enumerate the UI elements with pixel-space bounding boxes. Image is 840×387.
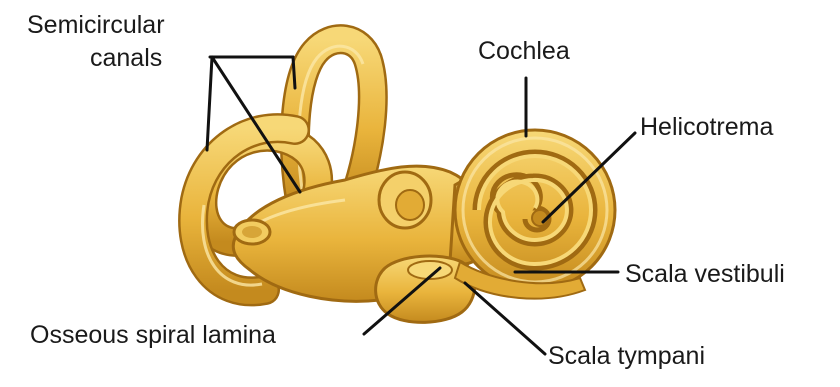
- cochlea-structure: [455, 130, 615, 290]
- label-helicotrema: Helicotrema: [640, 113, 773, 141]
- label-scala-tympani: Scala tympani: [548, 342, 705, 370]
- label-cochlea: Cochlea: [478, 37, 570, 65]
- leader-semicircular-a: [293, 57, 295, 88]
- leader-semicircular-c: [207, 57, 212, 150]
- label-semicircular: Semicircular: [27, 11, 165, 39]
- label-scala-vestibuli: Scala vestibuli: [625, 260, 785, 288]
- bony-labyrinth: [193, 39, 615, 322]
- label-osseous-spiral-lamina: Osseous spiral lamina: [30, 321, 276, 349]
- label-canals: canals: [90, 44, 162, 72]
